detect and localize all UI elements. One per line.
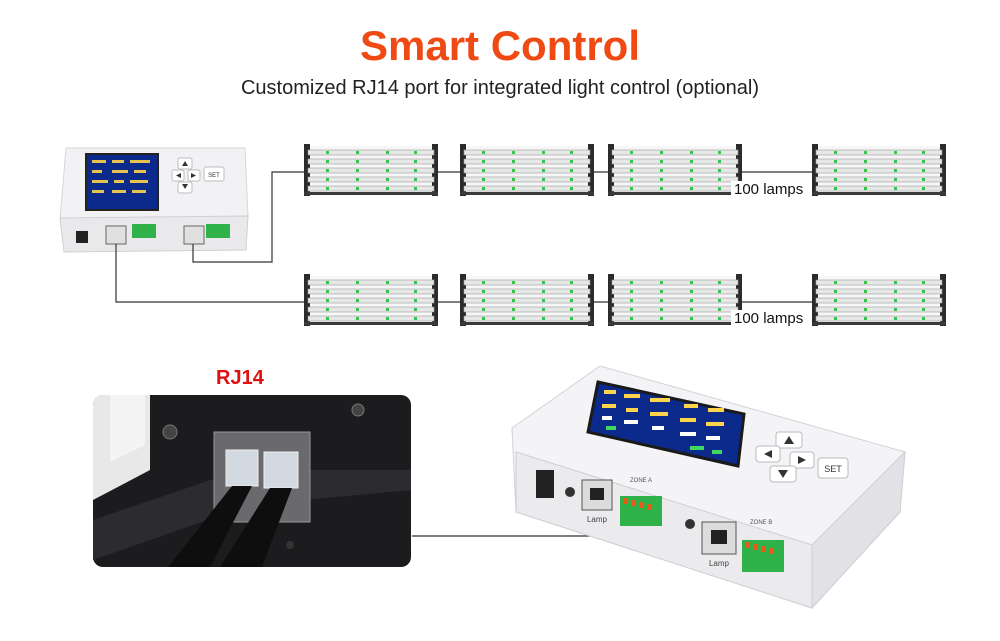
rj14-closeup-photo <box>93 395 411 567</box>
set-label-large: SET <box>824 464 842 474</box>
controller-screen-large <box>586 380 746 468</box>
grow-light <box>811 143 947 197</box>
lamp-count-label-row-2: 100 lamps <box>731 310 807 327</box>
port-label-lamp-b: Lamp <box>709 559 730 568</box>
set-button-large[interactable] <box>817 457 849 479</box>
power-jack-large <box>536 470 554 498</box>
grow-light <box>811 273 947 327</box>
lamp-chain-1 <box>303 143 947 197</box>
grow-light <box>607 273 743 327</box>
controller-large: SET Lamp ZONE A Lamp ZONE B <box>511 365 906 610</box>
controller-small: SET <box>59 147 249 253</box>
page-title: Smart Control <box>359 22 640 69</box>
terminal-block-a <box>132 224 156 238</box>
lamp-chain-2 <box>303 273 947 327</box>
set-label-small: SET <box>208 173 220 179</box>
terminal-block-b <box>206 224 230 238</box>
zone-b-label: ZONE B <box>750 520 772 526</box>
rj14-port-a-small <box>105 225 127 245</box>
rj14-plug-1 <box>225 449 259 487</box>
grow-light <box>459 143 595 197</box>
page-subtitle: Customized RJ14 port for integrated ligh… <box>240 77 760 99</box>
grow-light <box>459 273 595 327</box>
rj14-label: RJ14 <box>216 367 264 389</box>
grow-light <box>303 273 439 327</box>
set-button-small[interactable] <box>203 166 225 182</box>
zone-a-label: ZONE A <box>630 478 652 484</box>
grow-light <box>607 143 743 197</box>
port-label-lamp-a: Lamp <box>587 515 608 524</box>
rj14-port-b-small <box>183 225 205 245</box>
lamp-count-label-row-1: 100 lamps <box>731 181 807 198</box>
grow-light <box>303 143 439 197</box>
power-jack <box>76 231 88 243</box>
rj14-plug-2 <box>263 451 299 489</box>
